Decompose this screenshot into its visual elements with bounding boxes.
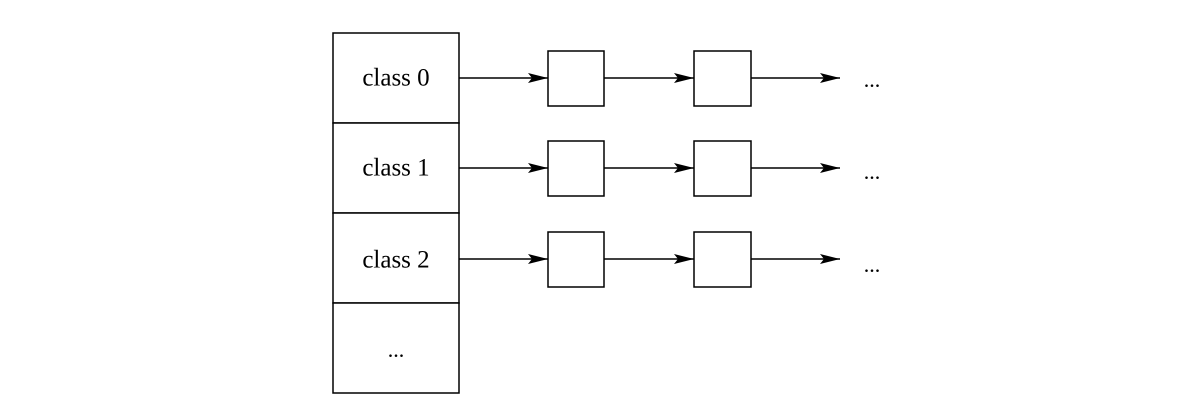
table-row-0 — [332, 32, 460, 124]
list-2-node-2 — [693, 231, 752, 288]
table-row-3 — [332, 302, 460, 394]
linked-list-2: ... — [459, 231, 881, 288]
list-1-node-1 — [547, 140, 605, 197]
row-2-label: class 2 — [362, 247, 429, 274]
table-row-1 — [332, 122, 460, 214]
row-3-label: ... — [388, 337, 405, 362]
list-1-ellipsis: ... — [864, 159, 881, 184]
linked-list-1: ... — [459, 140, 881, 197]
list-0-node-1 — [547, 50, 605, 107]
list-0-node-2 — [693, 50, 752, 107]
row-0-label: class 0 — [362, 65, 429, 92]
class-table: class 0 class 1 class 2 ... — [332, 32, 460, 394]
list-0-ellipsis: ... — [864, 67, 881, 92]
linked-list-0: ... — [459, 50, 881, 107]
list-2-ellipsis: ... — [864, 252, 881, 277]
row-1-label: class 1 — [362, 155, 429, 182]
table-row-2 — [332, 212, 460, 304]
list-2-node-1 — [547, 231, 605, 288]
list-1-node-2 — [693, 140, 752, 197]
